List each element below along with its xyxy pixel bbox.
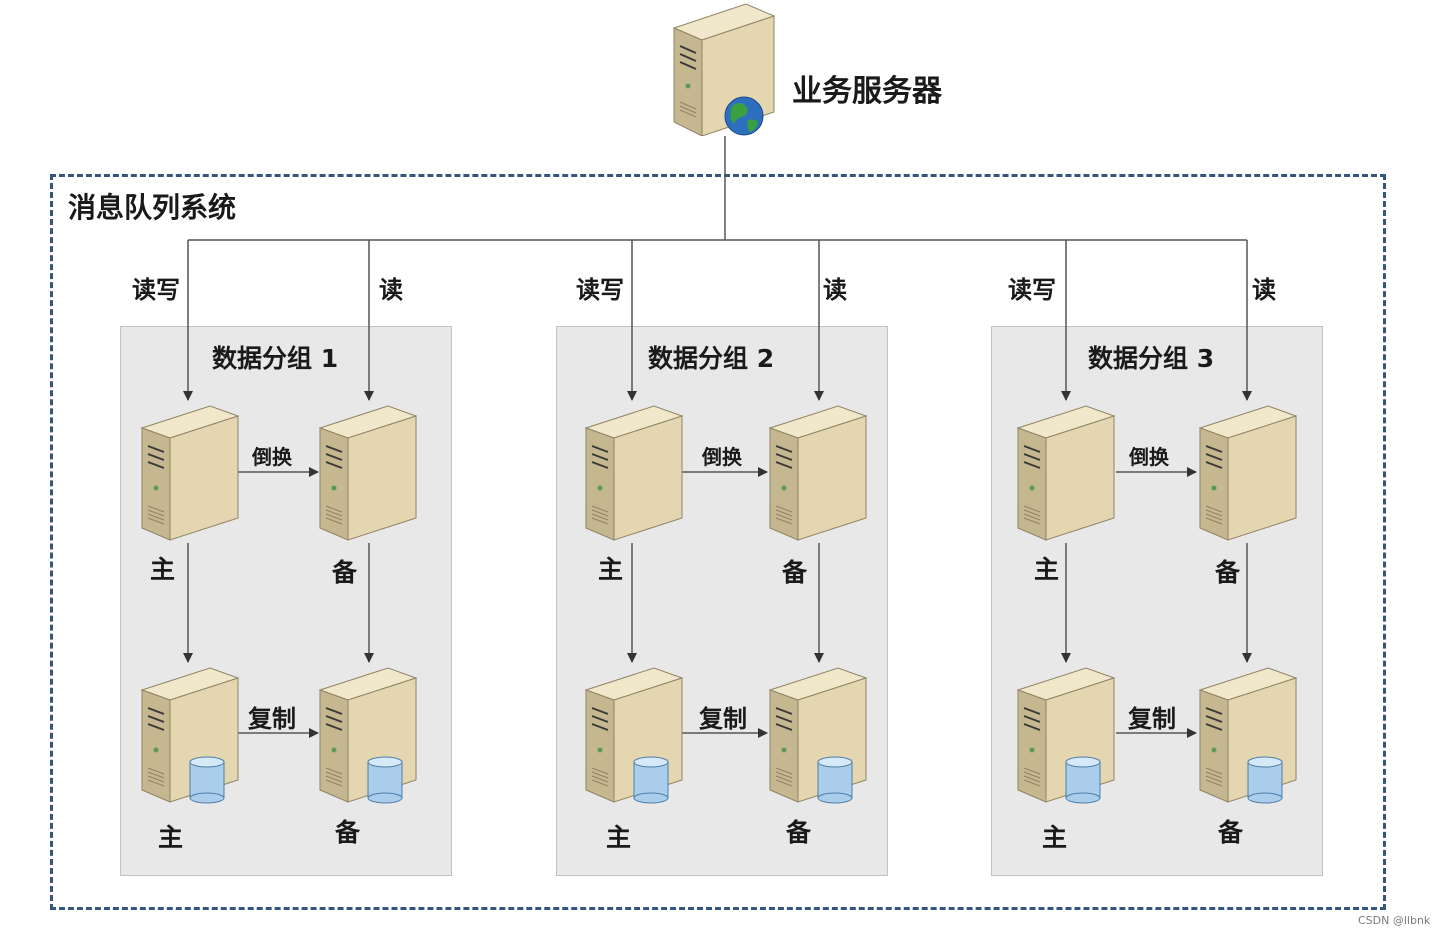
group-3-bottom-primary-db-server-icon [1016, 667, 1116, 804]
group-3-bottom-backup-label: 备 [1218, 818, 1244, 847]
group-3-bottom-primary-label: 主 [1042, 823, 1068, 852]
group-1-rw-label: 读写 [132, 276, 180, 304]
group-1-replicate-label: 复制 [248, 705, 296, 733]
group-2-replicate-label: 复制 [699, 705, 747, 733]
group-2-bottom-primary-db-server-icon [584, 667, 684, 804]
web-server-icon [672, 3, 776, 136]
group-2-rw-label: 读写 [576, 276, 624, 304]
system-label: 消息队列系统 [68, 191, 237, 224]
group-2-r-label: 读 [823, 276, 847, 304]
group-2-failover-label: 倒换 [702, 445, 742, 469]
group-2-top-backup-server-icon [768, 405, 868, 541]
group-2-title: 数据分组 2 [648, 344, 775, 373]
group-3-top-primary-server-icon [1016, 405, 1116, 541]
group-3-title: 数据分组 3 [1088, 344, 1215, 373]
message-queue-system-box [50, 174, 1386, 910]
watermark: CSDN @llbnk [1358, 914, 1431, 927]
group-2-bottom-primary-label: 主 [606, 823, 632, 852]
group-2-top-primary-server-icon [584, 405, 684, 541]
group-2-bottom-backup-label: 备 [786, 818, 812, 847]
group-1-bottom-primary-label: 主 [158, 823, 184, 852]
group-3-rw-label: 读写 [1008, 276, 1056, 304]
group-1-bottom-primary-db-server-icon [140, 667, 240, 804]
group-3-bottom-backup-db-server-icon [1198, 667, 1298, 804]
group-3-r-label: 读 [1252, 276, 1276, 304]
group-1-top-primary-server-icon [140, 405, 240, 541]
group-2-top-backup-label: 备 [782, 558, 808, 587]
group-2-top-primary-label: 主 [598, 555, 624, 584]
group-1-top-backup-label: 备 [332, 558, 358, 587]
business-server-label: 业务服务器 [792, 74, 942, 109]
group-1-bottom-backup-db-server-icon [318, 667, 418, 804]
group-3-top-primary-label: 主 [1034, 555, 1060, 584]
group-1-r-label: 读 [379, 276, 403, 304]
group-1-failover-label: 倒换 [252, 445, 292, 469]
group-1-top-primary-label: 主 [150, 555, 176, 584]
group-1-top-backup-server-icon [318, 405, 418, 541]
group-3-replicate-label: 复制 [1128, 705, 1176, 733]
group-3-failover-label: 倒换 [1129, 445, 1169, 469]
group-3-top-backup-label: 备 [1215, 558, 1241, 587]
group-2-bottom-backup-db-server-icon [768, 667, 868, 804]
group-1-title: 数据分组 1 [212, 344, 339, 373]
group-3-top-backup-server-icon [1198, 405, 1298, 541]
group-1-bottom-backup-label: 备 [335, 818, 361, 847]
